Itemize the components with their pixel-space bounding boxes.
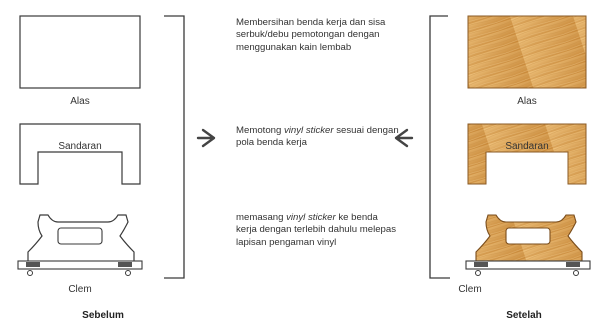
- before-sandaran-label: Sandaran: [58, 141, 101, 152]
- step-text-segment: sesuai dengan pola benda kerja: [236, 125, 399, 149]
- before-bracket: [164, 15, 185, 279]
- before-column: Alas Sandaran Clem Sebelum: [17, 15, 185, 321]
- italic-term: vinyl sticker: [284, 125, 334, 136]
- before-clem-label: Clem: [68, 284, 91, 295]
- before-alas-label: Alas: [70, 96, 89, 107]
- step-text-segment: Memotong: [236, 125, 284, 136]
- after-heading: Setelah: [506, 310, 542, 321]
- after-column: Alas Sandaran Clem Setelah: [429, 15, 591, 321]
- chevron-right-icon: [196, 128, 216, 148]
- after-bracket: [429, 15, 450, 279]
- italic-term: vinyl sticker: [286, 212, 336, 223]
- before-heading: Sebelum: [82, 310, 124, 321]
- after-clem-label: Clem: [458, 284, 481, 295]
- after-clem-piece: [465, 214, 591, 276]
- after-alas-board: [467, 15, 587, 89]
- after-sandaran-label: Sandaran: [505, 141, 548, 152]
- before-sandaran-board: [19, 123, 141, 185]
- after-alas-label: Alas: [517, 96, 536, 107]
- before-alas-board: [19, 15, 141, 89]
- step-text-segment: memasang: [236, 212, 287, 223]
- step-text-segment: Membersihan benda kerja dan sisa serbuk/…: [236, 17, 386, 53]
- step-text-segment: ke benda kerja dengan terlebih dahulu me…: [236, 212, 397, 248]
- step-cut-vinyl-text: Memotong vinyl sticker sesuai dengan pol…: [236, 125, 401, 150]
- step-attach-vinyl-text: memasang vinyl sticker ke benda kerja de…: [236, 212, 401, 249]
- step-clean-text: Membersihan benda kerja dan sisa serbuk/…: [236, 17, 401, 54]
- chevron-left-icon: [394, 128, 414, 148]
- after-sandaran-board: [467, 123, 587, 185]
- before-clem-piece: [17, 214, 143, 276]
